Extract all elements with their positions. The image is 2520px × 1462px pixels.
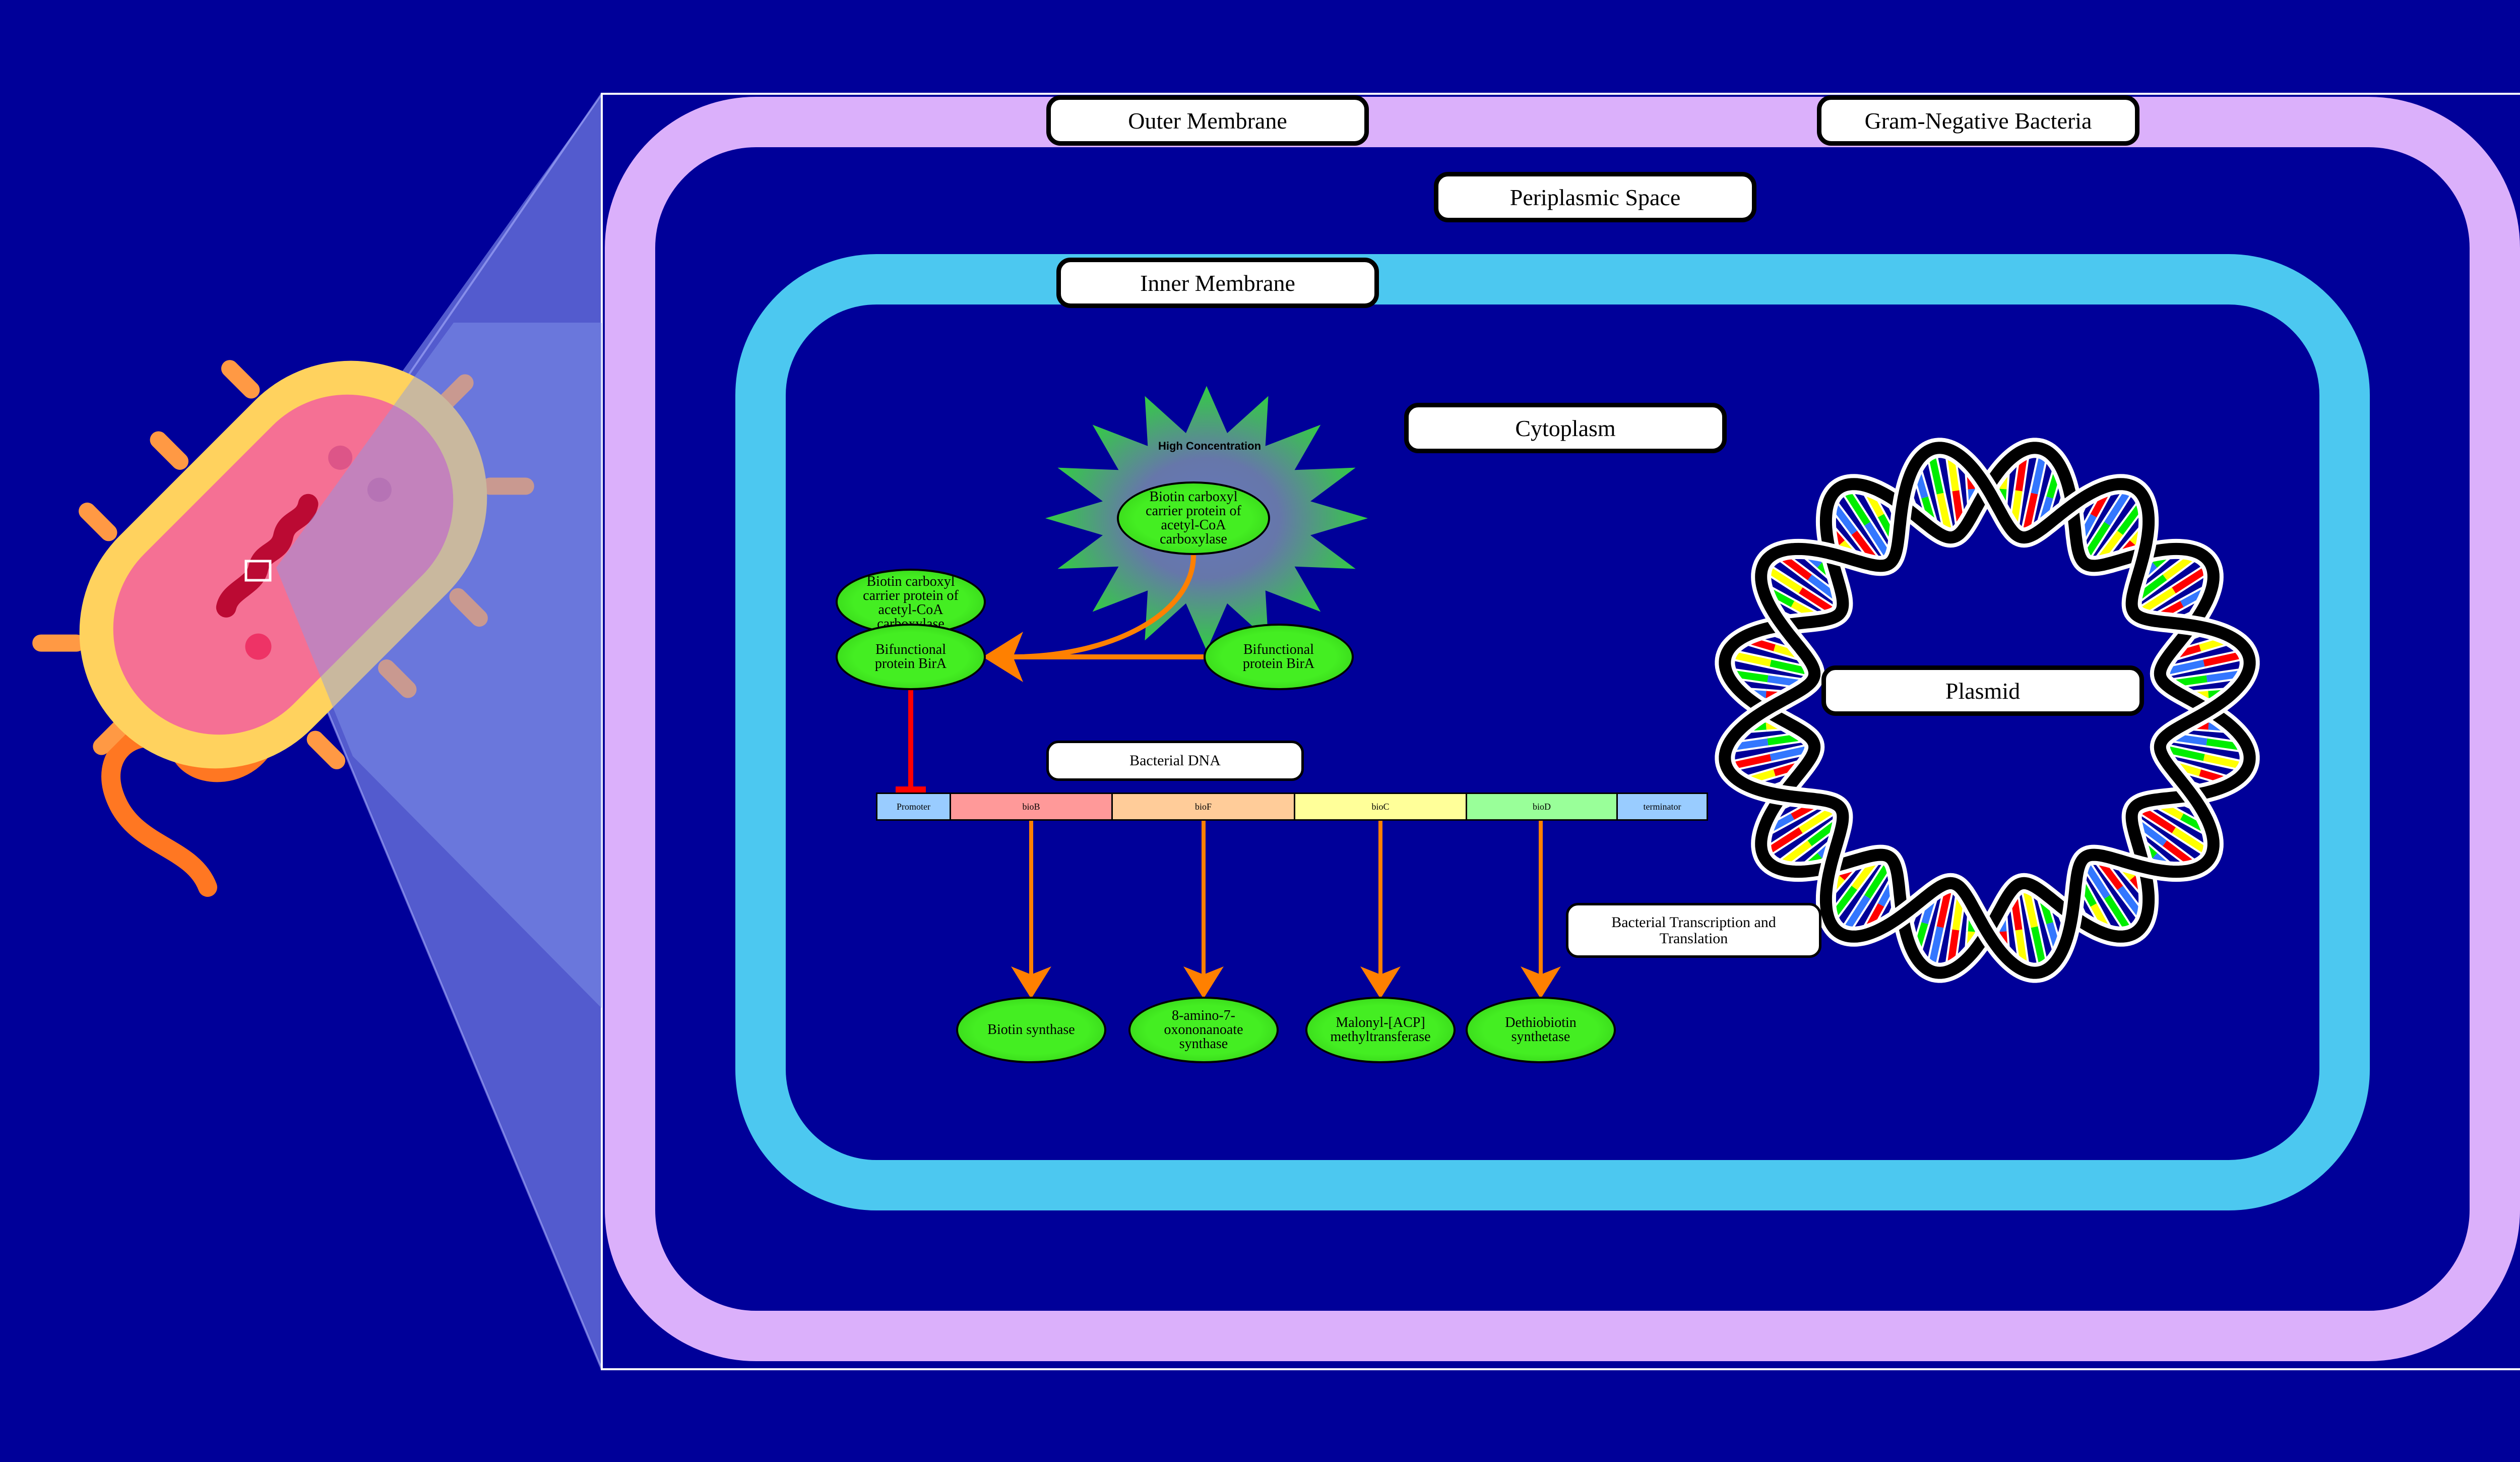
gene-bioD[interactable]: bioD	[1466, 793, 1618, 821]
gene-promoter[interactable]: Promoter	[876, 793, 951, 821]
product-aons[interactable]: 8-amino-7-oxononanoate synthase	[1128, 997, 1279, 1063]
zoom-source-box	[244, 560, 272, 582]
gene-terminator[interactable]: terminator	[1616, 793, 1708, 821]
gene-label: bioB	[1022, 801, 1040, 812]
zoom-frame	[601, 93, 2520, 1370]
gene-label: Promoter	[897, 801, 930, 812]
outer-membrane-label: Outer Membrane	[1046, 95, 1369, 146]
organism-label: Gram-Negative Bacteria	[1817, 95, 2139, 146]
transcription-translation-label: Bacterial Transcription and Translation	[1566, 903, 1821, 958]
high-concentration-label: High Concentration	[1158, 440, 1262, 452]
gene-bioF[interactable]: bioF	[1111, 793, 1295, 821]
periplasmic-space-label: Periplasmic Space	[1434, 172, 1756, 222]
zoom-cone	[261, 94, 602, 1369]
gene-bioC[interactable]: bioC	[1294, 793, 1467, 821]
inner-membrane-label: Inner Membrane	[1056, 258, 1379, 308]
protein-bira-right[interactable]: Bifunctional protein BirA	[1204, 624, 1354, 690]
product-malonyl-acp-methyltransferase[interactable]: Malonyl-[ACP] methyltransferase	[1305, 997, 1456, 1063]
protein-bccp-high-concentration[interactable]: Biotin carboxyl carrier protein of acety…	[1117, 481, 1270, 555]
flagellum	[101, 701, 283, 897]
bacterium-icon	[32, 360, 534, 897]
bacterial-dna-label: Bacterial DNA	[1046, 741, 1304, 781]
product-biotin-synthase[interactable]: Biotin synthase	[956, 997, 1106, 1063]
zoom-cone-overlay	[276, 323, 602, 1008]
inner-membrane-ring	[735, 254, 2370, 1210]
product-dethiobiotin-synthetase[interactable]: Dethiobiotin synthetase	[1466, 997, 1616, 1063]
gene-label: bioC	[1371, 801, 1390, 812]
cytoplasm-label: Cytoplasm	[1404, 403, 1727, 453]
protein-bira-left[interactable]: Bifunctional protein BirA	[836, 624, 986, 690]
plasmid-label: Plasmid	[1821, 665, 2144, 716]
gene-label: terminator	[1643, 801, 1681, 812]
dna-strand-2	[1719, 442, 2256, 979]
gene-bioB[interactable]: bioB	[950, 793, 1113, 821]
plasmid-dna-icon	[1715, 438, 2260, 983]
zoom-cone-edge-bottom	[275, 587, 603, 1370]
gene-label: bioD	[1533, 801, 1551, 812]
gene-label: bioF	[1194, 801, 1212, 812]
outer-membrane-ring	[605, 97, 2520, 1361]
